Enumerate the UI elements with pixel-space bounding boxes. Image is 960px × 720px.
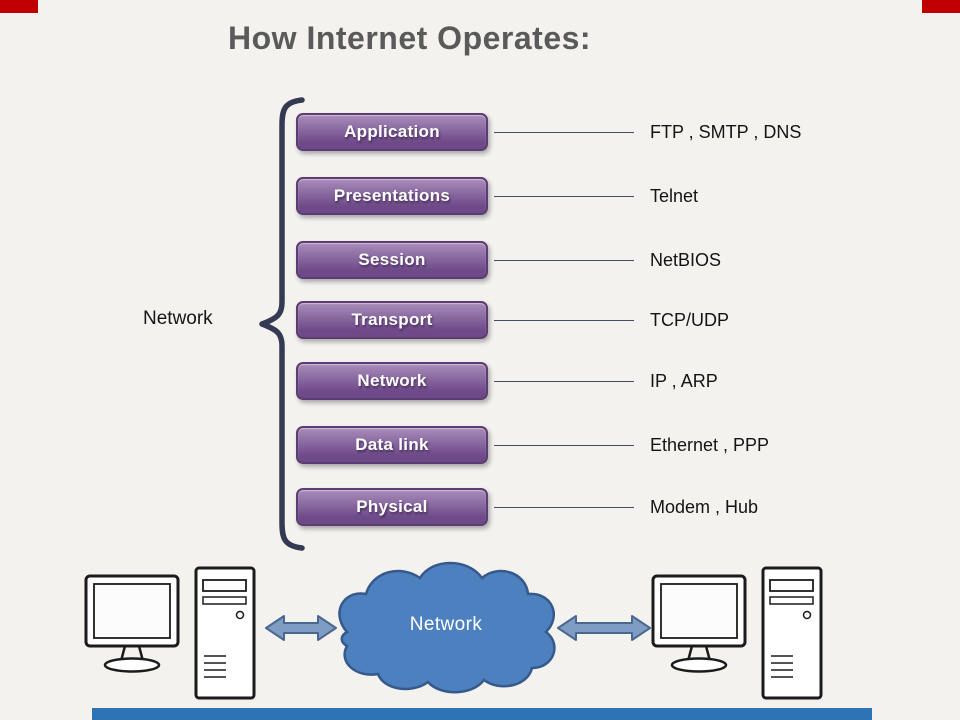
corner-mark-right xyxy=(922,0,960,13)
protocol-label: Modem , Hub xyxy=(650,497,759,517)
layer-row-session: Session NetBIOS xyxy=(296,241,916,279)
brace-label: Network xyxy=(143,308,213,329)
layer-row-physical: Physical Modem , Hub xyxy=(296,488,916,526)
layer-box-datalink: Data link xyxy=(296,426,488,464)
computer-left-icon xyxy=(84,566,256,700)
cloud-label: Network xyxy=(409,614,483,635)
protocol-label: FTP , SMTP , DNS xyxy=(650,122,802,142)
connector-line xyxy=(494,320,634,321)
layer-row-network: Network IP , ARP xyxy=(296,362,916,400)
connector-line xyxy=(494,260,634,261)
layer-box-presentations: Presentations xyxy=(296,177,488,215)
layer-label: Session xyxy=(358,250,426,269)
protocol-label: TCP/UDP xyxy=(650,310,730,330)
layer-row-application: Application FTP , SMTP , DNS xyxy=(296,113,916,151)
layer-box-physical: Physical xyxy=(296,488,488,526)
layer-row-datalink: Data link Ethernet , PPP xyxy=(296,426,916,464)
corner-mark-left xyxy=(0,0,38,13)
layer-label: Physical xyxy=(356,497,428,516)
layer-label: Data link xyxy=(355,435,429,454)
bottom-network-illustration xyxy=(84,561,823,700)
protocol-label: Ethernet , PPP xyxy=(650,435,770,455)
layer-row-transport: Transport TCP/UDP xyxy=(296,301,916,339)
network-cloud xyxy=(338,561,556,694)
layer-label: Network xyxy=(357,371,427,390)
layer-label: Presentations xyxy=(333,186,451,205)
curly-brace-icon xyxy=(259,97,305,551)
connector-line xyxy=(494,445,634,446)
bottom-accent-bar xyxy=(92,708,872,720)
double-arrow-left-icon xyxy=(265,615,337,641)
protocol-label: IP , ARP xyxy=(650,371,718,391)
protocol-label: Telnet xyxy=(650,186,699,206)
layer-box-session: Session xyxy=(296,241,488,279)
connector-line xyxy=(494,132,634,133)
layer-box-network: Network xyxy=(296,362,488,400)
double-arrow-right-icon xyxy=(557,615,651,641)
computer-right-icon xyxy=(651,566,823,700)
layer-label: Application xyxy=(344,122,440,141)
layer-box-transport: Transport xyxy=(296,301,488,339)
connector-line xyxy=(494,507,634,508)
layer-row-presentations: Presentations Telnet xyxy=(296,177,916,215)
layer-label: Transport xyxy=(351,310,433,329)
protocol-label: NetBIOS xyxy=(650,250,722,270)
connector-line xyxy=(494,381,634,382)
page-title: How Internet Operates: xyxy=(228,20,592,56)
layer-box-application: Application xyxy=(296,113,488,151)
connector-line xyxy=(494,196,634,197)
